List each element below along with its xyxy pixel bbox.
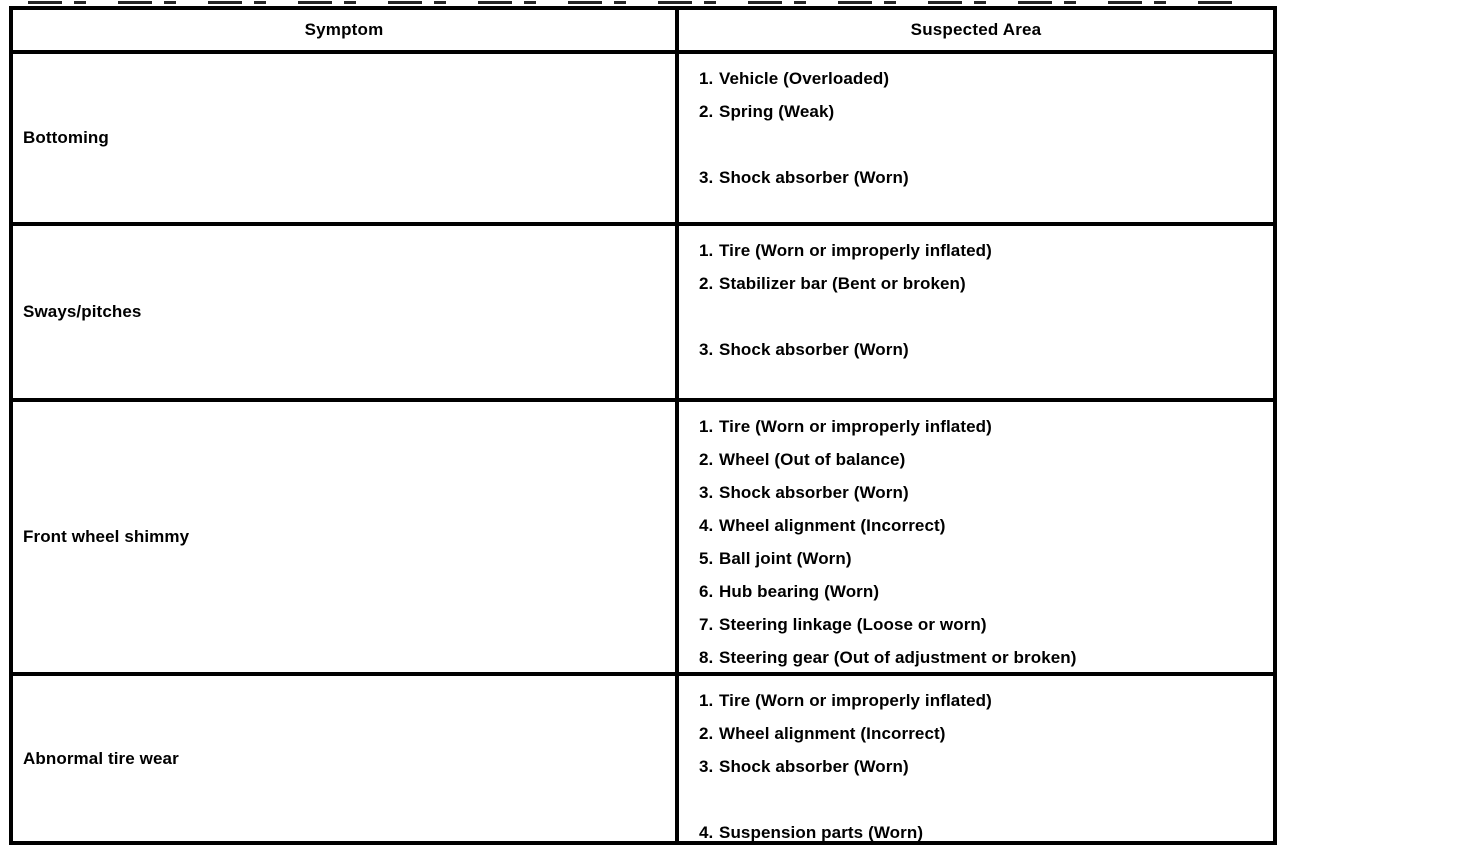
symptom-label: Bottoming [23,128,109,147]
suspected-area-item: 1.Tire (Worn or improperly inflated) [699,234,1273,267]
suspected-area-item: 4.Wheel alignment (Incorrect) [699,509,1273,542]
suspected-area-item: 2.Wheel alignment (Incorrect) [699,717,1273,750]
item-number: 3. [699,756,714,776]
list-spacer [699,300,1273,333]
table-row: Front wheel shimmy 1.Tire (Worn or improp… [13,402,1273,676]
suspected-area-cell: 1.Tire (Worn or improperly inflated)2.Wh… [675,676,1273,842]
item-number: 4. [699,515,714,535]
item-number: 5. [699,548,714,568]
item-text: Ball joint (Worn) [719,548,852,568]
item-number: 6. [699,581,714,601]
item-number: 3. [699,167,714,187]
symptom-label: Sways/pitches [23,302,142,321]
item-text: Spring (Weak) [719,101,835,121]
item-text: Wheel alignment (Incorrect) [719,723,946,743]
item-text: Tire (Worn or improperly inflated) [719,690,992,710]
item-text: Shock absorber (Worn) [719,482,909,502]
symptom-column-header: Symptom [304,20,384,39]
list-spacer [699,128,1273,161]
suspected-area-item: 7.Steering linkage (Loose or worn) [699,608,1273,641]
suspected-area-item: 3.Shock absorber (Worn) [699,750,1273,783]
scan-artifact [28,1,1238,4]
suspected-area-item: 2.Stabilizer bar (Bent or broken) [699,267,1273,300]
symptom-cell: Sways/pitches [13,226,675,398]
suspected-area-cell: 1.Tire (Worn or improperly inflated)2.Wh… [675,402,1273,672]
suspected-area-item: 3.Shock absorber (Worn) [699,476,1273,509]
symptom-label: Abnormal tire wear [23,748,179,768]
suspected-area-item: 3.Shock absorber (Worn) [699,333,1273,366]
item-number: 8. [699,647,714,667]
item-text: Hub bearing (Worn) [719,581,880,601]
symptom-cell: Abnormal tire wear [13,676,675,841]
item-text: Shock absorber (Worn) [719,339,909,359]
item-number: 2. [699,449,714,469]
suspected-area-item: 1.Vehicle (Overloaded) [699,62,1273,95]
suspected-area-item: 1.Tire (Worn or improperly inflated) [699,684,1273,717]
item-text: Wheel alignment (Incorrect) [719,515,946,535]
item-number: 4. [699,822,714,842]
suspected-area-list: 1.Tire (Worn or improperly inflated)2.Wh… [699,684,1273,849]
item-text: Steering gear (Out of adjustment or brok… [719,647,1077,667]
suspected-area-list: 1.Vehicle (Overloaded)2.Spring (Weak)3.S… [699,62,1273,194]
item-number: 2. [699,273,714,293]
item-text: Stabilizer bar (Bent or broken) [719,273,966,293]
suspected-area-list: 1.Tire (Worn or improperly inflated)2.St… [699,234,1273,366]
item-number: 1. [699,690,714,710]
item-text: Vehicle (Overloaded) [719,68,890,88]
suspected-area-item: 1.Tire (Worn or improperly inflated) [699,410,1273,443]
suspected-area-column-header: Suspected Area [675,10,1273,50]
suspected-area-cell: 1.Tire (Worn or improperly inflated)2.St… [675,226,1273,398]
item-text: Steering linkage (Loose or worn) [719,614,987,634]
suspected-area-item: 4.Suspension parts (Worn) [699,816,1273,849]
item-number: 3. [699,339,714,359]
table-row: Sways/pitches 1.Tire (Worn or improperly … [13,226,1273,402]
list-spacer [699,783,1273,816]
item-number: 2. [699,723,714,743]
item-text: Suspension parts (Worn) [719,822,924,842]
suspected-area-item: 3.Shock absorber (Worn) [699,161,1273,194]
suspected-area-cell: 1.Vehicle (Overloaded)2.Spring (Weak)3.S… [675,54,1273,222]
item-number: 1. [699,416,714,436]
symptom-label: Front wheel shimmy [23,527,190,546]
item-number: 1. [699,68,714,88]
suspected-area-item: 2.Wheel (Out of balance) [699,443,1273,476]
symptom-cell: Bottoming [13,54,675,222]
item-text: Shock absorber (Worn) [719,756,909,776]
item-text: Tire (Worn or improperly inflated) [719,240,992,260]
suspected-area-item: 6.Hub bearing (Worn) [699,575,1273,608]
symptom-cell: Front wheel shimmy [13,402,675,672]
suspected-area-list: 1.Tire (Worn or improperly inflated)2.Wh… [699,410,1273,674]
item-text: Shock absorber (Worn) [719,167,909,187]
table-header-row: Symptom Suspected Area [13,10,1273,54]
item-number: 2. [699,101,714,121]
item-number: 1. [699,240,714,260]
item-text: Tire (Worn or improperly inflated) [719,416,992,436]
item-text: Wheel (Out of balance) [719,449,906,469]
item-number: 3. [699,482,714,502]
suspected-area-item: 2.Spring (Weak) [699,95,1273,128]
suspected-area-item: 8.Steering gear (Out of adjustment or br… [699,641,1273,674]
suspected-area-item: 5.Ball joint (Worn) [699,542,1273,575]
table-row: Abnormal tire wear 1.Tire (Worn or improp… [13,676,1273,842]
item-number: 7. [699,614,714,634]
